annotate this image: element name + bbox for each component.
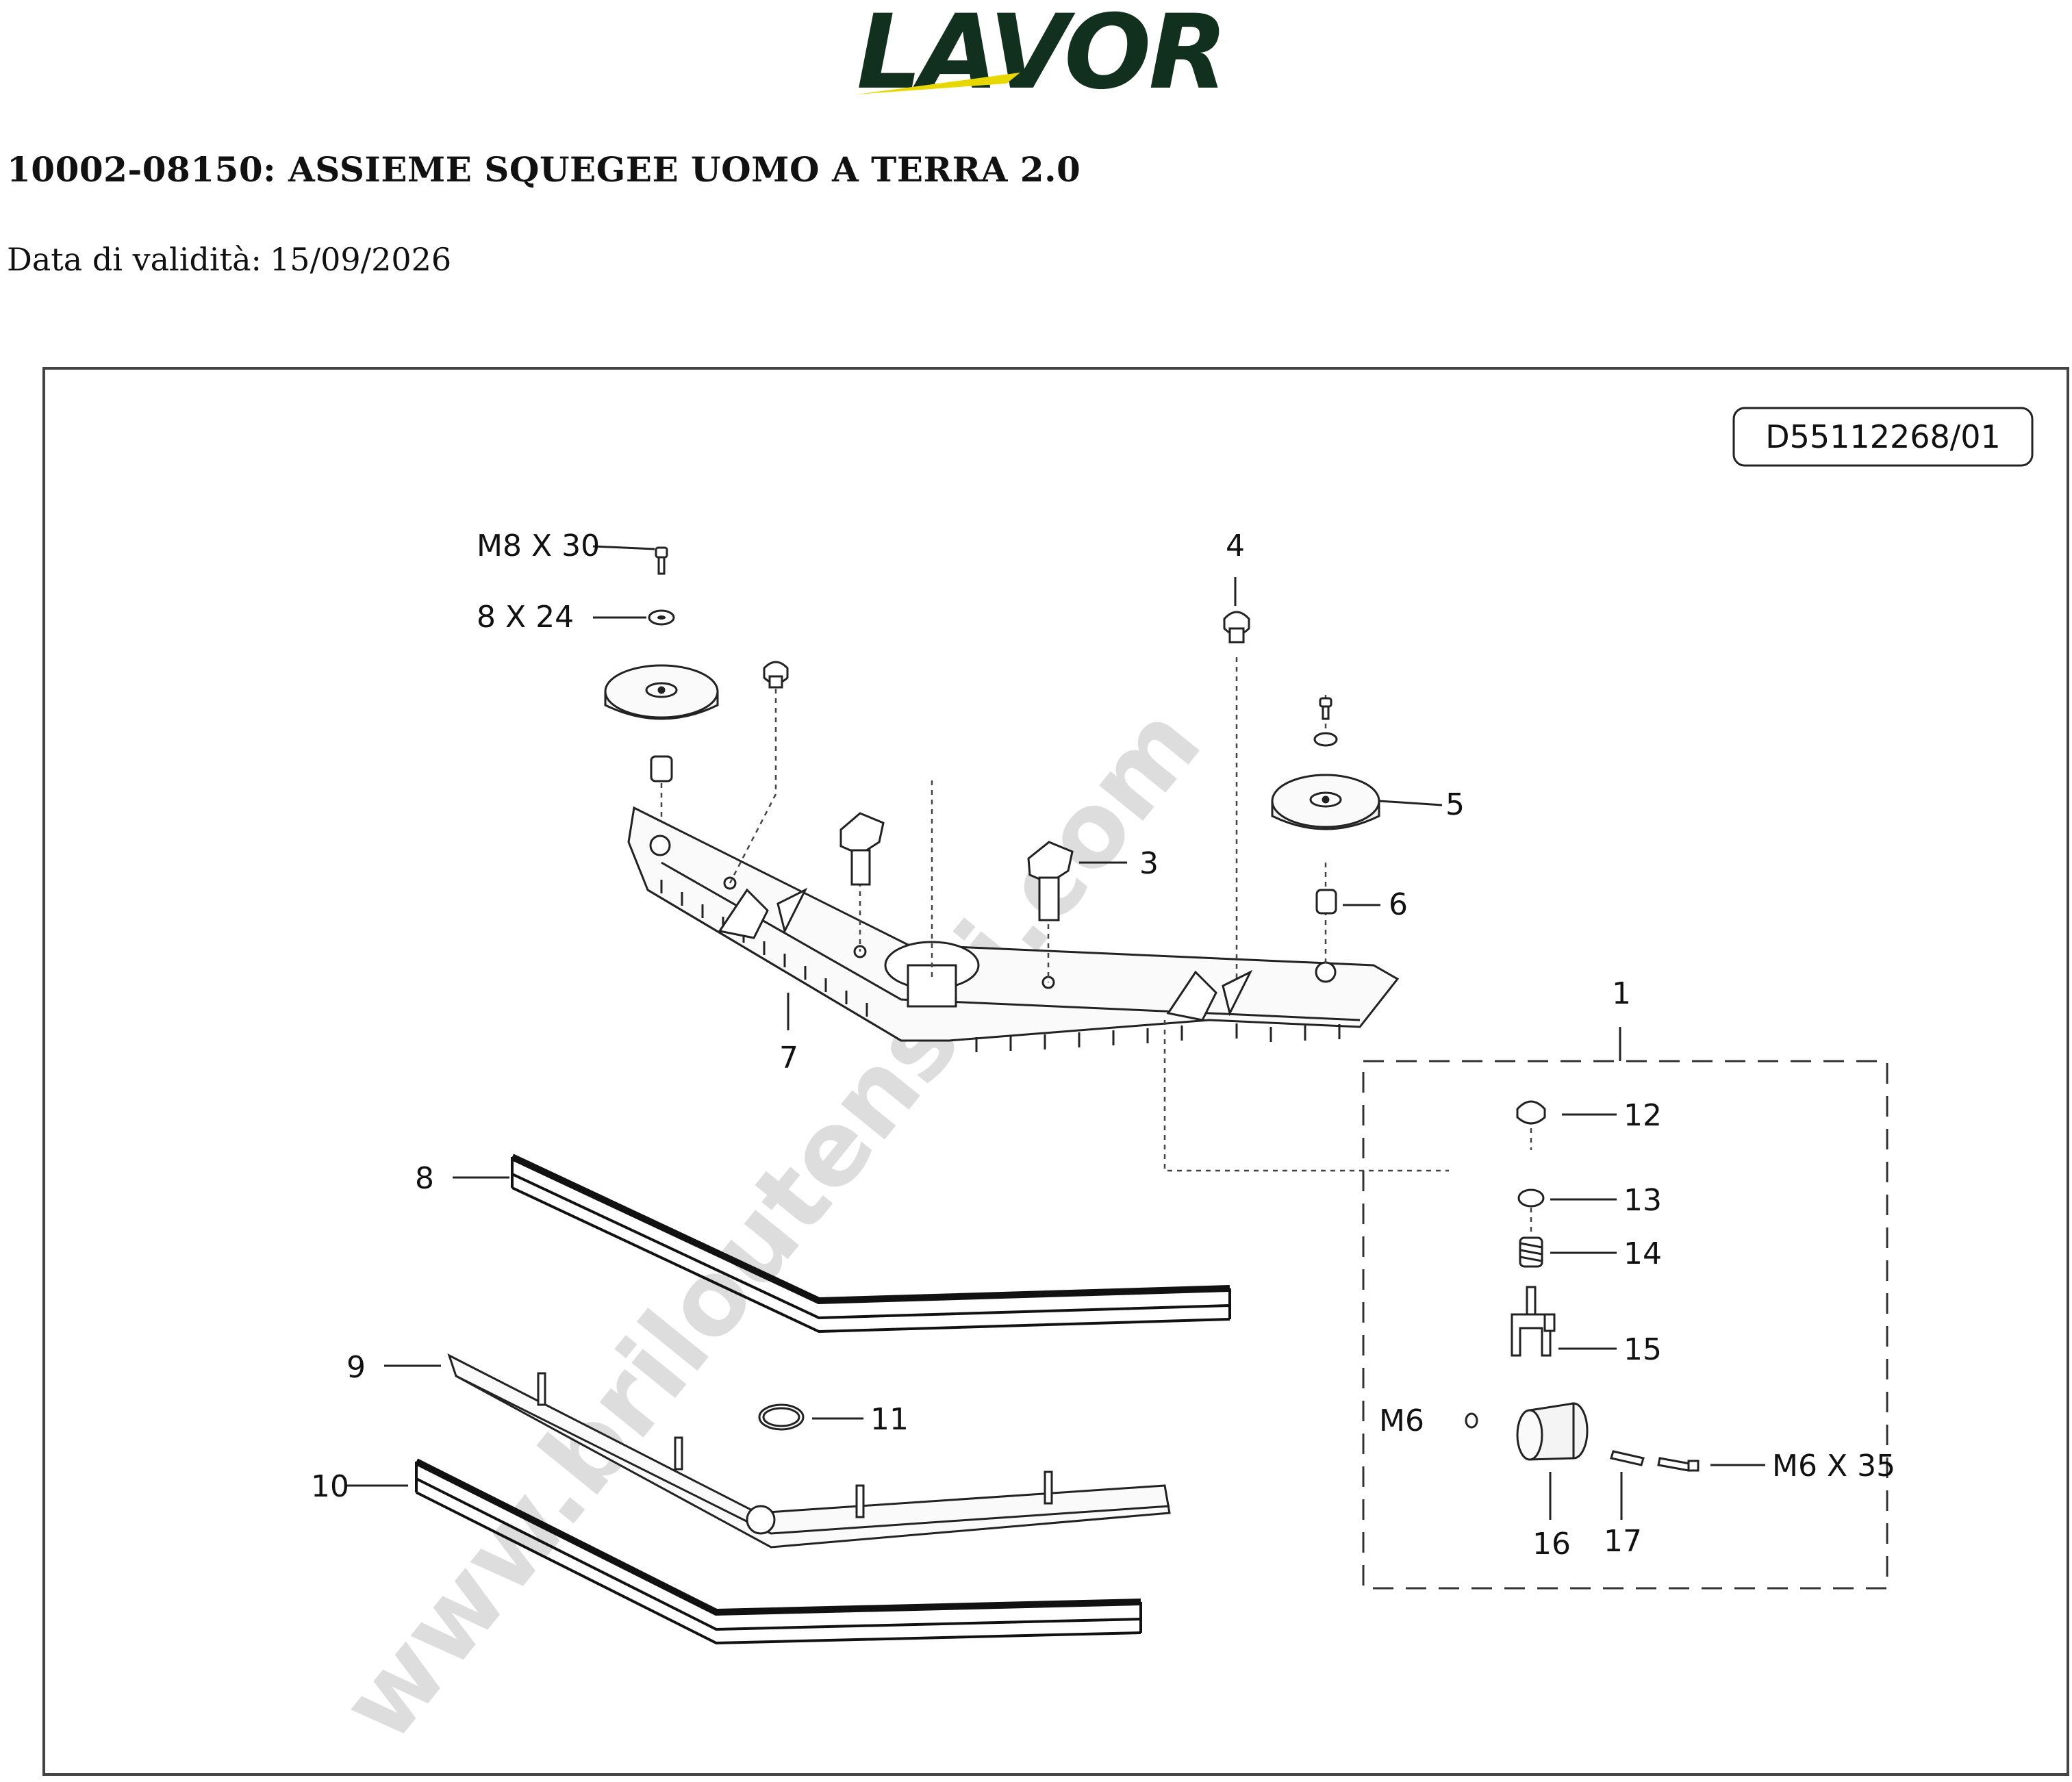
rubber-blade-part-8 [510,1154,1231,1334]
washer-right [1313,732,1338,747]
rubber-blade-part-10 [414,1458,1142,1645]
label-part-9: 9 [346,1350,366,1385]
screw-m6x35 [1657,1457,1700,1472]
label-part-16: 16 [1532,1527,1571,1562]
label-part-15: 15 [1624,1332,1662,1367]
label-screw-m8x30: M8 X 30 [477,529,600,563]
label-part-5: 5 [1445,787,1465,822]
leader-lines [346,545,1765,1520]
label-part-3: 3 [1139,846,1159,881]
label-part-8: 8 [415,1161,434,1196]
knob-left [763,661,789,689]
validity-date: 15/09/2026 [270,241,452,278]
label-part-4: 4 [1226,529,1245,563]
diagram-canvas: www.briloutensili.com D55112268/01 [311,407,2034,1764]
label-part-10: 10 [311,1469,349,1504]
pin-part-17 [1610,1450,1645,1466]
fork-part-15 [1511,1286,1556,1357]
o-ring-part-11 [758,1403,805,1431]
drawing-code: D55112268/01 [1765,418,2001,455]
nut-m6 [1465,1412,1478,1429]
drawing-code-box: D55112268/01 [1732,407,2034,467]
label-part-14: 14 [1624,1236,1662,1271]
spacer-left [650,755,673,782]
validity-label: Data di validità: [7,241,262,278]
spring-part-14 [1519,1236,1543,1268]
exploded-diagram: www.briloutensili.com D55112268/01 [42,367,2069,1776]
blade-holder-part-9 [447,1353,1171,1549]
label-part-17: 17 [1604,1524,1642,1559]
label-screw-m6x35: M6 X 35 [1772,1449,1895,1484]
wheel-left [604,664,719,720]
roller-part-16 [1516,1402,1589,1461]
label-nut-m6: M6 [1379,1403,1424,1438]
label-washer-8x24: 8 X 24 [477,600,574,635]
page-title: 10002-08150: ASSIEME SQUEGEE UOMO A TERR… [7,149,1081,190]
knob-part-12 [1516,1100,1546,1125]
label-part-6: 6 [1389,887,1408,922]
squeegee-frame-part-7 [627,806,1400,1052]
validity-line: Data di validità:15/09/2026 [7,241,459,278]
knob-part-4 [1223,611,1250,644]
spacer-part-6 [1315,889,1337,915]
sub-assembly-box-part-1 [1362,1060,1888,1590]
logo-swoosh [856,73,1020,94]
screw-m8x30 [655,546,668,575]
wheel-part-5 [1271,774,1380,830]
nut-part-13 [1517,1188,1545,1208]
screw-right [1319,697,1332,720]
lavor-logo: LAVOR [856,7,1228,103]
knob-bolt-part-3-a [839,812,885,886]
label-part-11: 11 [870,1402,909,1437]
knob-bolt-part-3-b [1027,841,1074,921]
label-part-12: 12 [1624,1098,1662,1133]
label-part-13: 13 [1624,1183,1662,1218]
label-part-1: 1 [1612,976,1631,1011]
label-part-7: 7 [779,1041,798,1075]
